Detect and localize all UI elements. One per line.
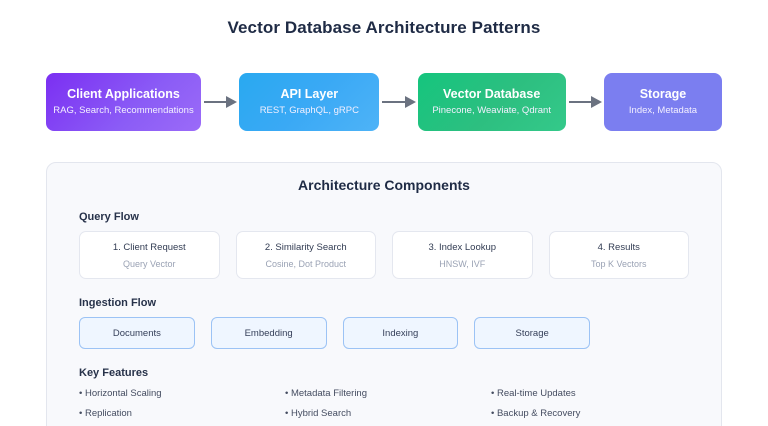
feature-item: • Backup & Recovery [491,408,581,419]
pipeline-stage-vector-database[interactable]: Vector Database Pinecone, Weaviate, Qdra… [417,73,566,131]
pipeline-stage-storage[interactable]: Storage Index, Metadata [603,73,722,131]
stage-subtitle: RAG, Search, Recommendations [53,105,194,116]
query-flow-card[interactable]: 1. Client Request Query Vector [79,231,220,279]
pipeline-stage-client-applications[interactable]: Client Applications RAG, Search, Recomme… [46,73,201,131]
arrow-head [226,96,238,108]
ingestion-flow-row: Documents Embedding Indexing Storage [79,317,590,349]
feature-item: • Replication [79,408,132,419]
arrow-right-icon [566,95,604,109]
query-flow-row: 1. Client Request Query Vector 2. Simila… [79,231,689,279]
stage-title: Client Applications [67,87,180,101]
ingestion-flow-card[interactable]: Storage [474,317,590,349]
feature-item: • Metadata Filtering [285,388,368,399]
ingestion-flow-card[interactable]: Embedding [210,317,327,349]
arrow-right-icon [379,95,417,109]
card-subtitle: Cosine, Dot Product [265,258,347,269]
architecture-pipeline: Client Applications RAG, Search, Recomme… [46,72,722,132]
ingestion-flow-card[interactable]: Indexing [342,317,459,349]
arrow-shaft [204,100,229,104]
feature-item: • Hybrid Search [285,408,352,419]
stage-subtitle: Pinecone, Weaviate, Qdrant [432,105,551,116]
card-subtitle: Top K Vectors [590,258,647,269]
query-flow-label: Query Flow [79,211,139,223]
query-flow-card[interactable]: 4. Results Top K Vectors [548,231,689,279]
arrow-head [590,96,602,108]
query-flow-card[interactable]: 2. Similarity Search Cosine, Dot Product [235,231,376,279]
feature-item: • Real-time Updates [491,388,576,399]
key-features-label: Key Features [79,367,149,379]
stage-title: API Layer [280,87,339,101]
panel-title: Architecture Components [298,177,470,193]
stage-subtitle: Index, Metadata [628,105,698,116]
query-flow-card[interactable]: 3. Index Lookup HNSW, IVF [392,231,533,279]
key-features-grid: • Horizontal Scaling • Metadata Filterin… [79,387,689,420]
card-subtitle: Query Vector [122,258,176,269]
architecture-components-panel: Architecture Components Query Flow 1. Cl… [46,162,722,426]
stage-title: Vector Database [443,87,541,101]
arrow-head [404,96,416,108]
feature-item: • Horizontal Scaling [79,388,162,399]
arrow-shaft [568,100,593,104]
stage-title: Storage [639,87,687,101]
card-subtitle: HNSW, IVF [439,258,486,269]
arrow-right-icon [201,95,239,109]
ingestion-flow-card[interactable]: Documents [79,317,195,349]
page-title: Vector Database Architecture Patterns [227,18,541,37]
card-title: 3. Index Lookup [428,241,497,253]
card-title: 1. Client Request [112,241,186,253]
card-title: 4. Results [597,241,640,253]
pipeline-stage-api-layer[interactable]: API Layer REST, GraphQL, gRPC [239,73,380,131]
stage-subtitle: REST, GraphQL, gRPC [259,105,359,116]
ingestion-flow-label: Ingestion Flow [79,297,156,309]
arrow-shaft [382,100,407,104]
card-title: 2. Similarity Search [264,241,347,253]
